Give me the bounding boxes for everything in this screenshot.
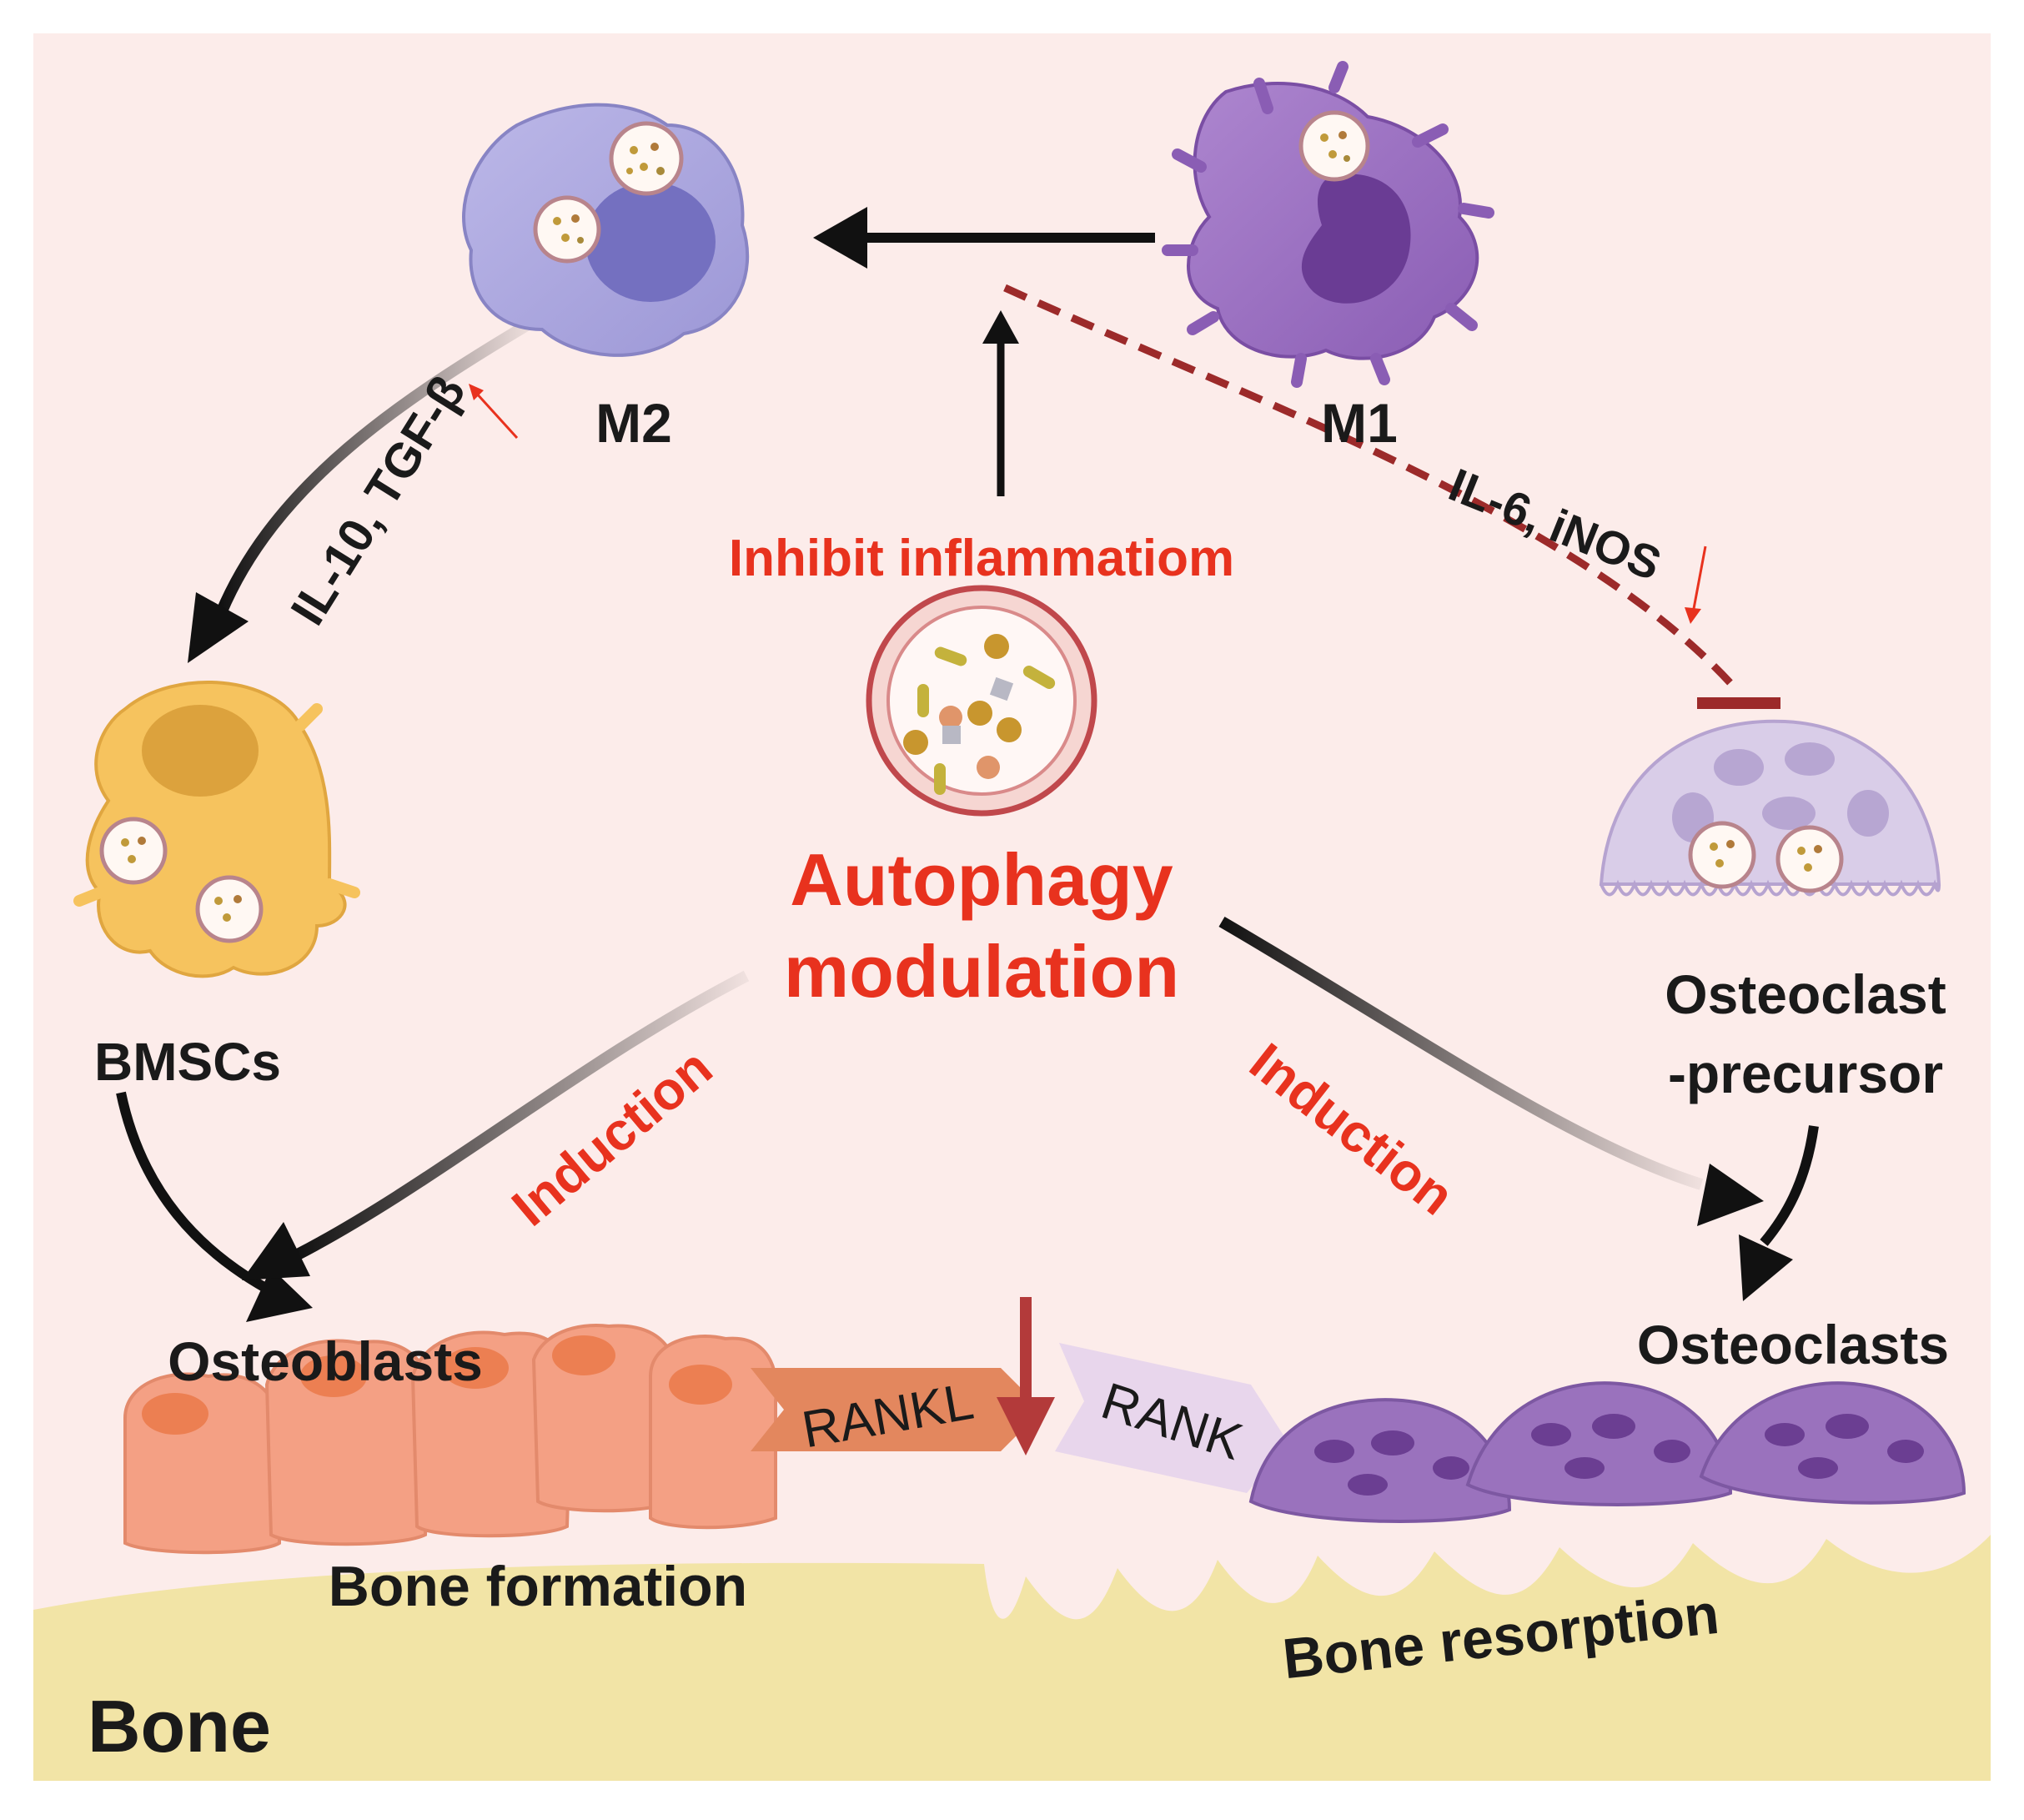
center-to-osteoblasts-arrowhead xyxy=(242,1222,310,1280)
autophagosome xyxy=(866,585,1097,817)
m1-macrophage xyxy=(1162,61,1494,388)
label-autophagy-1: Autophagy xyxy=(790,838,1173,921)
precursor-vesicle-1 xyxy=(1688,821,1756,889)
center-up-arrowhead xyxy=(982,310,1019,344)
bmscs-to-osteoblasts-arrowhead xyxy=(246,1268,313,1322)
osteoclast-cells xyxy=(1248,1381,1966,1523)
label-m1: M1 xyxy=(1321,392,1398,454)
m1-to-m2-arrowhead xyxy=(813,207,867,269)
label-m2: M2 xyxy=(595,392,672,454)
rankl-ligand: RANKL xyxy=(751,1368,1042,1459)
center-to-osteoblasts-arrow xyxy=(293,970,750,1261)
osteoclast-cell xyxy=(1699,1381,1966,1505)
rankl-decrease-arrow xyxy=(997,1297,1055,1455)
center-to-osteoclasts-arrowhead xyxy=(1697,1164,1764,1226)
label-osteoblasts: Osteoblasts xyxy=(168,1330,483,1392)
osteoblast-cell xyxy=(531,1324,678,1513)
osteoblast-cell xyxy=(410,1330,574,1538)
label-bone-formation: Bone formation xyxy=(329,1555,747,1618)
label-bone: Bone xyxy=(88,1685,271,1767)
label-osteoclast-precursor-2: -precursor xyxy=(1668,1043,1943,1104)
label-osteoclast-precursor-1: Osteoclast xyxy=(1665,963,1946,1025)
label-osteoclasts: Osteoclasts xyxy=(1637,1314,1949,1375)
osteoblast-cell xyxy=(123,1372,282,1555)
cytokine-down-arrow xyxy=(1691,545,1707,614)
m2-to-bmscs-arrowhead xyxy=(188,592,249,663)
cytokine-up-arrowhead xyxy=(469,384,484,400)
label-bmscs: BMSCs xyxy=(94,1032,281,1092)
m1-vesicle xyxy=(1298,110,1370,182)
osteoclast-cell xyxy=(1248,1398,1512,1523)
precursor-to-osteoclasts-arrow xyxy=(1760,1125,1819,1246)
bmscs-to-osteoblasts-arrow xyxy=(116,1091,269,1294)
bmsc-vesicle-2 xyxy=(195,875,264,943)
m2-vesicle-1 xyxy=(609,121,684,196)
rank-receptor: RANK xyxy=(1055,1343,1288,1493)
bmsc-cell xyxy=(73,681,360,978)
center-to-osteoclasts-arrow xyxy=(1218,916,1704,1190)
osteoclast-precursor-cell xyxy=(1599,719,1941,897)
osteoblast-cell xyxy=(649,1335,778,1530)
inhibition-dashed-line xyxy=(1003,284,1742,695)
label-inhibit-inflammation: Inhibit inflammatiom xyxy=(729,530,1234,587)
m2-macrophage xyxy=(462,103,750,357)
precursor-to-osteoclasts-arrowhead xyxy=(1739,1234,1793,1301)
bone-surface xyxy=(33,1535,1991,1781)
label-autophagy-2: modulation xyxy=(784,930,1179,1013)
osteoblast-cells xyxy=(123,1324,778,1555)
m2-vesicle-2 xyxy=(533,195,601,264)
osteoclast-cell xyxy=(1465,1381,1733,1506)
cytokine-down-arrowhead xyxy=(1685,607,1701,624)
precursor-vesicle-2 xyxy=(1775,825,1844,893)
bmsc-vesicle-1 xyxy=(99,817,168,885)
cytokine-up-arrow xyxy=(474,390,519,440)
m2-to-bmscs-arrow xyxy=(215,315,537,616)
